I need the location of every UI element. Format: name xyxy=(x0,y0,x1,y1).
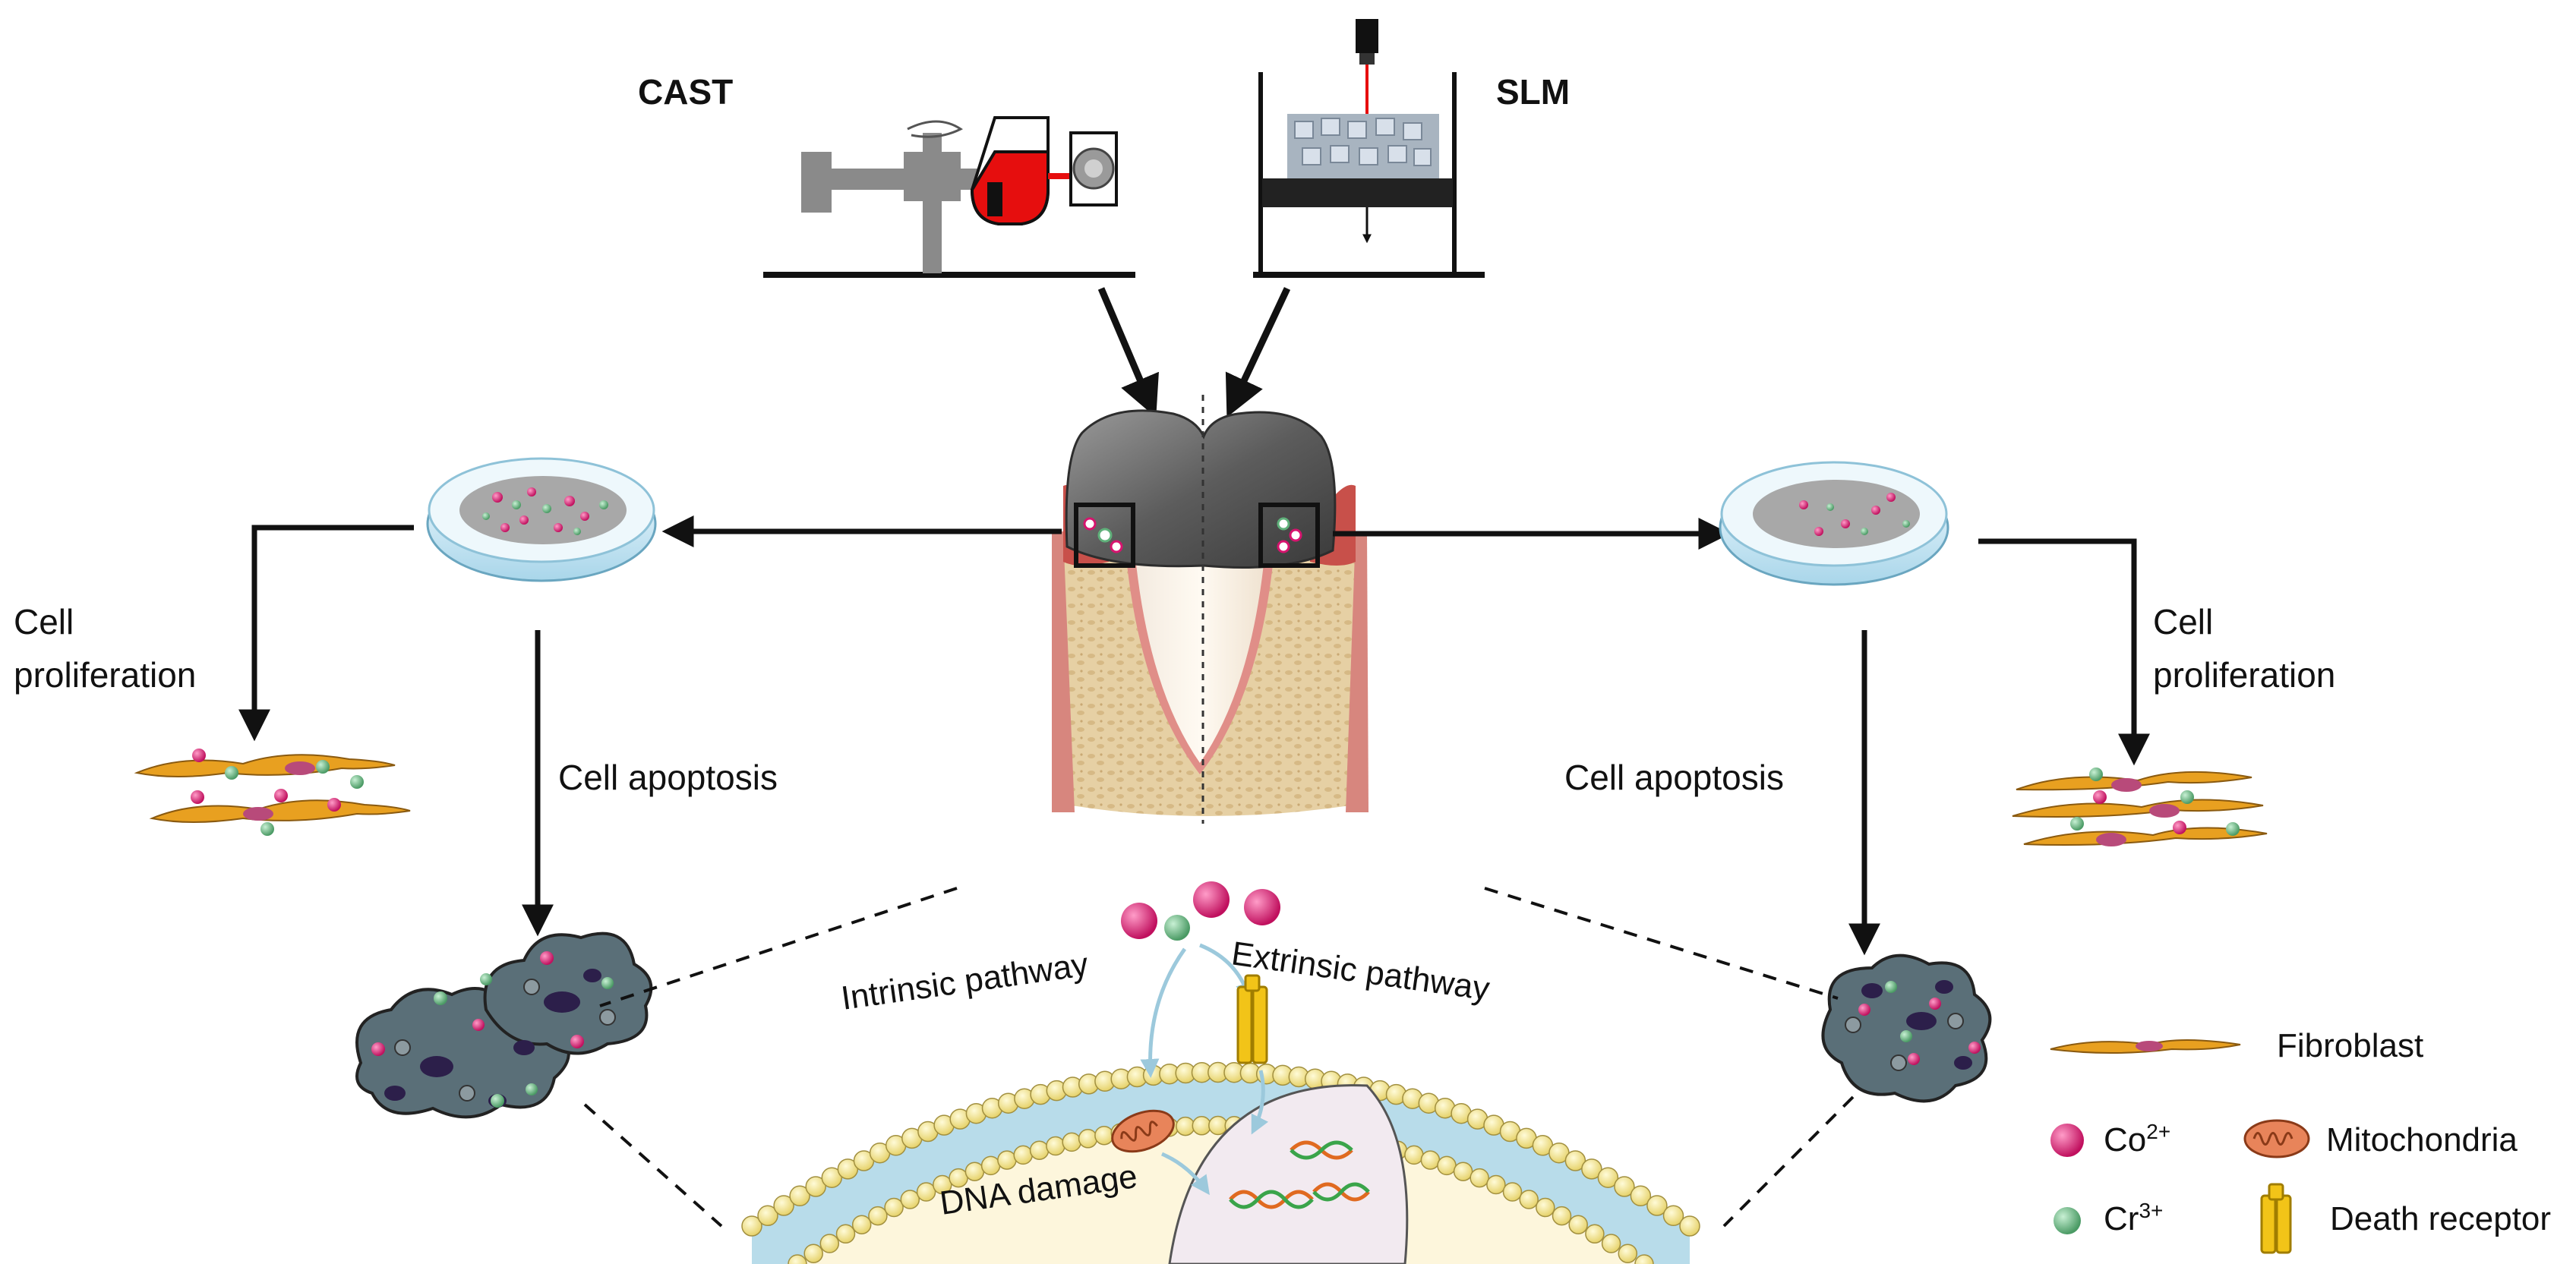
phospholipid-head xyxy=(900,1190,920,1209)
phospholipid-head xyxy=(1176,1116,1195,1136)
right-apoptotic-cells xyxy=(1821,954,1992,1103)
phospholipid-head xyxy=(1078,1129,1098,1149)
slm-apparatus xyxy=(1253,19,1485,278)
legend-cr-label: Cr3+ xyxy=(2104,1199,2163,1237)
extrinsic-pathway-label: Extrinsic pathway xyxy=(1230,935,1492,1007)
phospholipid-head xyxy=(1453,1162,1473,1181)
phospholipid-head xyxy=(1614,1176,1635,1197)
legend-death-receptor-label: Death receptor xyxy=(2330,1200,2551,1237)
dna-strands xyxy=(1229,1140,1370,1209)
slm-to-tooth-arrow xyxy=(1225,287,1291,418)
right-fibroblasts xyxy=(2012,768,2268,846)
tooth-illustration xyxy=(1052,395,1368,824)
phospholipid-head xyxy=(1646,1195,1668,1216)
petri-dish-left xyxy=(426,457,657,582)
phospholipid-head xyxy=(1552,1206,1572,1226)
cast-label: CAST xyxy=(638,72,733,112)
legend-cr-sup: 3+ xyxy=(2139,1199,2163,1222)
zoom-dashed-lines xyxy=(583,887,1855,1228)
phospholipid-head xyxy=(1634,1254,1654,1264)
phospholipid-head xyxy=(821,1167,843,1188)
phospholipid-head xyxy=(1581,1158,1602,1180)
phospholipid-head xyxy=(1502,1182,1523,1202)
legend-co-icon xyxy=(2050,1124,2084,1157)
phospholipid-head xyxy=(1094,1125,1114,1146)
left-apoptotic-cells xyxy=(355,931,653,1119)
phospholipid-head xyxy=(1192,1116,1212,1136)
phospholipid-head xyxy=(835,1224,856,1244)
legend-co-sup: 2+ xyxy=(2146,1120,2170,1143)
phospholipid-head xyxy=(1597,1167,1619,1188)
phospholipid-head xyxy=(1618,1244,1638,1263)
cast-apparatus xyxy=(763,116,1135,278)
right-cell-proliferation-line2: proliferation xyxy=(2153,655,2335,695)
phospholipid-head xyxy=(788,1254,807,1264)
legend-fibroblast-icon xyxy=(2050,1039,2241,1054)
phospholipid-head xyxy=(1564,1150,1586,1171)
phospholipid-head xyxy=(1013,1145,1033,1165)
left-proliferation-arrow xyxy=(238,525,414,742)
petri-dish-right xyxy=(1719,461,1949,586)
phospholipid-head xyxy=(997,1150,1017,1170)
phospholipid-head xyxy=(805,1176,826,1197)
cast-to-tooth-arrow xyxy=(1097,287,1159,418)
membrane-ions xyxy=(1121,881,1280,941)
receptor-to-nucleus-arrow xyxy=(1251,1070,1269,1135)
left-cell-apoptosis-label: Cell apoptosis xyxy=(558,758,778,797)
phospholipid-head xyxy=(851,1215,872,1234)
legend-co-label: Co2+ xyxy=(2104,1120,2170,1158)
phospholipid-head xyxy=(1486,1174,1506,1195)
phospholipid-head xyxy=(1404,1145,1424,1165)
phospholipid-head xyxy=(1679,1215,1700,1237)
phospholipid-head xyxy=(933,1174,952,1195)
phospholipid-head xyxy=(1208,1115,1228,1136)
phospholipid-head xyxy=(1046,1136,1065,1156)
legend-death-receptor-icon xyxy=(2260,1183,2292,1254)
phospholipid-head xyxy=(773,1195,794,1216)
phospholipid-head xyxy=(980,1155,1001,1176)
cell-membrane xyxy=(741,1061,1700,1264)
phospholipid-head xyxy=(1536,1197,1555,1218)
mito-to-dna-arrow xyxy=(1161,1152,1210,1196)
legend-cr-icon xyxy=(2054,1207,2081,1234)
legend-cr-text: Cr xyxy=(2104,1200,2139,1237)
phospholipid-head xyxy=(1568,1215,1588,1234)
death-receptor-membrane xyxy=(1236,974,1268,1064)
phospholipid-head xyxy=(1029,1140,1050,1160)
phospholipid-head xyxy=(1601,1234,1621,1253)
phospholipid-head xyxy=(819,1234,840,1253)
phospholipid-head xyxy=(789,1185,810,1207)
intrinsic-pathway-arrow xyxy=(1140,947,1187,1078)
phospholipid-head xyxy=(884,1197,904,1218)
phospholipid-head xyxy=(1470,1168,1489,1188)
phospholipid-head xyxy=(757,1205,778,1227)
legend: Fibroblast Co2+ Cr3+ Mitochondria Death … xyxy=(2050,1027,2551,1254)
intrinsic-pathway-label: Intrinsic pathway xyxy=(839,946,1091,1017)
phospholipid-head xyxy=(741,1215,762,1237)
phospholipid-head xyxy=(1662,1205,1684,1227)
right-cell-proliferation-line1: Cell xyxy=(2153,602,2213,641)
phospholipid-head xyxy=(803,1244,823,1263)
left-fibroblasts xyxy=(134,749,411,836)
phospholipid-head xyxy=(916,1182,936,1202)
legend-fibroblast-label: Fibroblast xyxy=(2277,1027,2423,1064)
left-cell-proliferation-line1: Cell xyxy=(14,602,74,641)
phospholipid-head xyxy=(1585,1224,1605,1244)
legend-co-text: Co xyxy=(2104,1121,2146,1158)
phospholipid-head xyxy=(1519,1190,1539,1209)
right-cell-apoptosis-label: Cell apoptosis xyxy=(1564,758,1784,797)
legend-mitochondria-icon xyxy=(2243,1119,2310,1158)
right-proliferation-arrow xyxy=(1978,538,2150,766)
slm-label: SLM xyxy=(1496,72,1570,112)
phospholipid-head xyxy=(964,1162,985,1181)
mitochondrion-cell xyxy=(1111,1109,1175,1153)
phospholipid-head xyxy=(1630,1185,1652,1207)
phospholipid-head xyxy=(1420,1150,1441,1170)
phospholipid-head xyxy=(868,1206,888,1226)
legend-mitochondria-label: Mitochondria xyxy=(2326,1121,2518,1158)
phospholipid-head xyxy=(1437,1155,1457,1176)
phospholipid-head xyxy=(1062,1132,1081,1152)
left-cell-proliferation-line2: proliferation xyxy=(14,655,196,695)
